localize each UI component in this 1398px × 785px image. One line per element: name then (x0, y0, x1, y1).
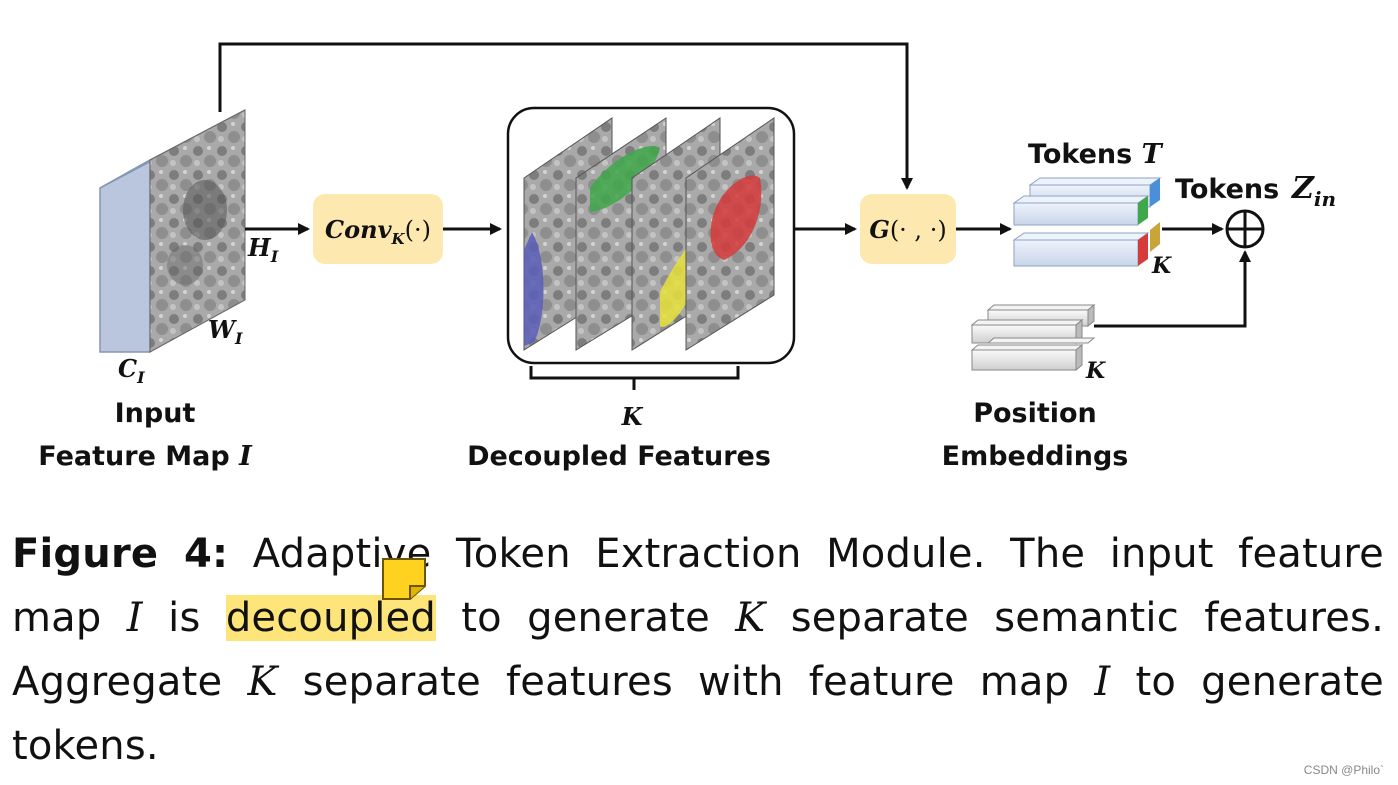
input-h-label: HI (247, 233, 279, 266)
tokens-stack (1012, 177, 1162, 267)
input-w-label: WI (208, 315, 243, 348)
caption-math-k: K (735, 595, 766, 641)
architecture-diagram: CI HI WI Input Feature Map I ConvK(·) K … (38, 42, 1336, 472)
caption-text-5: separate features with feature map (277, 659, 1095, 705)
skip-connection-arrow (218, 42, 913, 190)
position-title-line2: Embeddings (942, 441, 1129, 472)
caption-figure-label: Figure 4: (12, 531, 229, 577)
decoupled-slice-4 (685, 117, 775, 351)
caption-text-4: separate semantic features. Aggregate (12, 595, 1384, 705)
position-title-line1: Position (973, 398, 1097, 429)
caption-text-6: to generate tokens. (12, 659, 1384, 769)
g-box (860, 194, 956, 264)
caption-text-2: is (142, 595, 226, 641)
arrow-position-to-sum (1094, 250, 1251, 328)
caption-text-1: Adaptive Token Extraction Module. The in… (12, 531, 1384, 641)
caption-highlight[interactable]: decoupled (225, 595, 436, 641)
input-feature-map (99, 109, 246, 353)
input-c-label: CI (118, 354, 145, 387)
caption-math-i: I (126, 595, 143, 641)
decoupled-k-label: K (621, 402, 644, 431)
caption-text-3: to generate (435, 595, 736, 641)
tokens-out-title: Tokens (1175, 174, 1279, 205)
watermark: CSDN @Philo` (1303, 763, 1384, 777)
tokens-k-label: K (1151, 253, 1172, 279)
tokens-out-math: Zin (1291, 171, 1336, 211)
sum-node (1225, 209, 1265, 249)
decoupled-brace (529, 366, 740, 390)
input-title-line2: Feature Map I (38, 441, 253, 472)
conv-label: ConvK(·) (325, 215, 431, 248)
figure-caption: Figure 4: Adaptive Token Extraction Modu… (12, 522, 1384, 778)
position-embeddings-stack (970, 303, 1096, 372)
tokens-title: Tokens T (1028, 139, 1164, 170)
input-title-line1: Input (115, 398, 196, 429)
position-k-label: K (1085, 358, 1106, 384)
decoupled-title: Decoupled Features (467, 441, 771, 472)
caption-math-i2: I (1094, 659, 1111, 705)
conv-box (313, 194, 443, 264)
g-label: G(· , ·) (869, 215, 946, 244)
sticky-note-icon[interactable] (380, 556, 428, 602)
caption-math-k2: K (247, 659, 278, 705)
